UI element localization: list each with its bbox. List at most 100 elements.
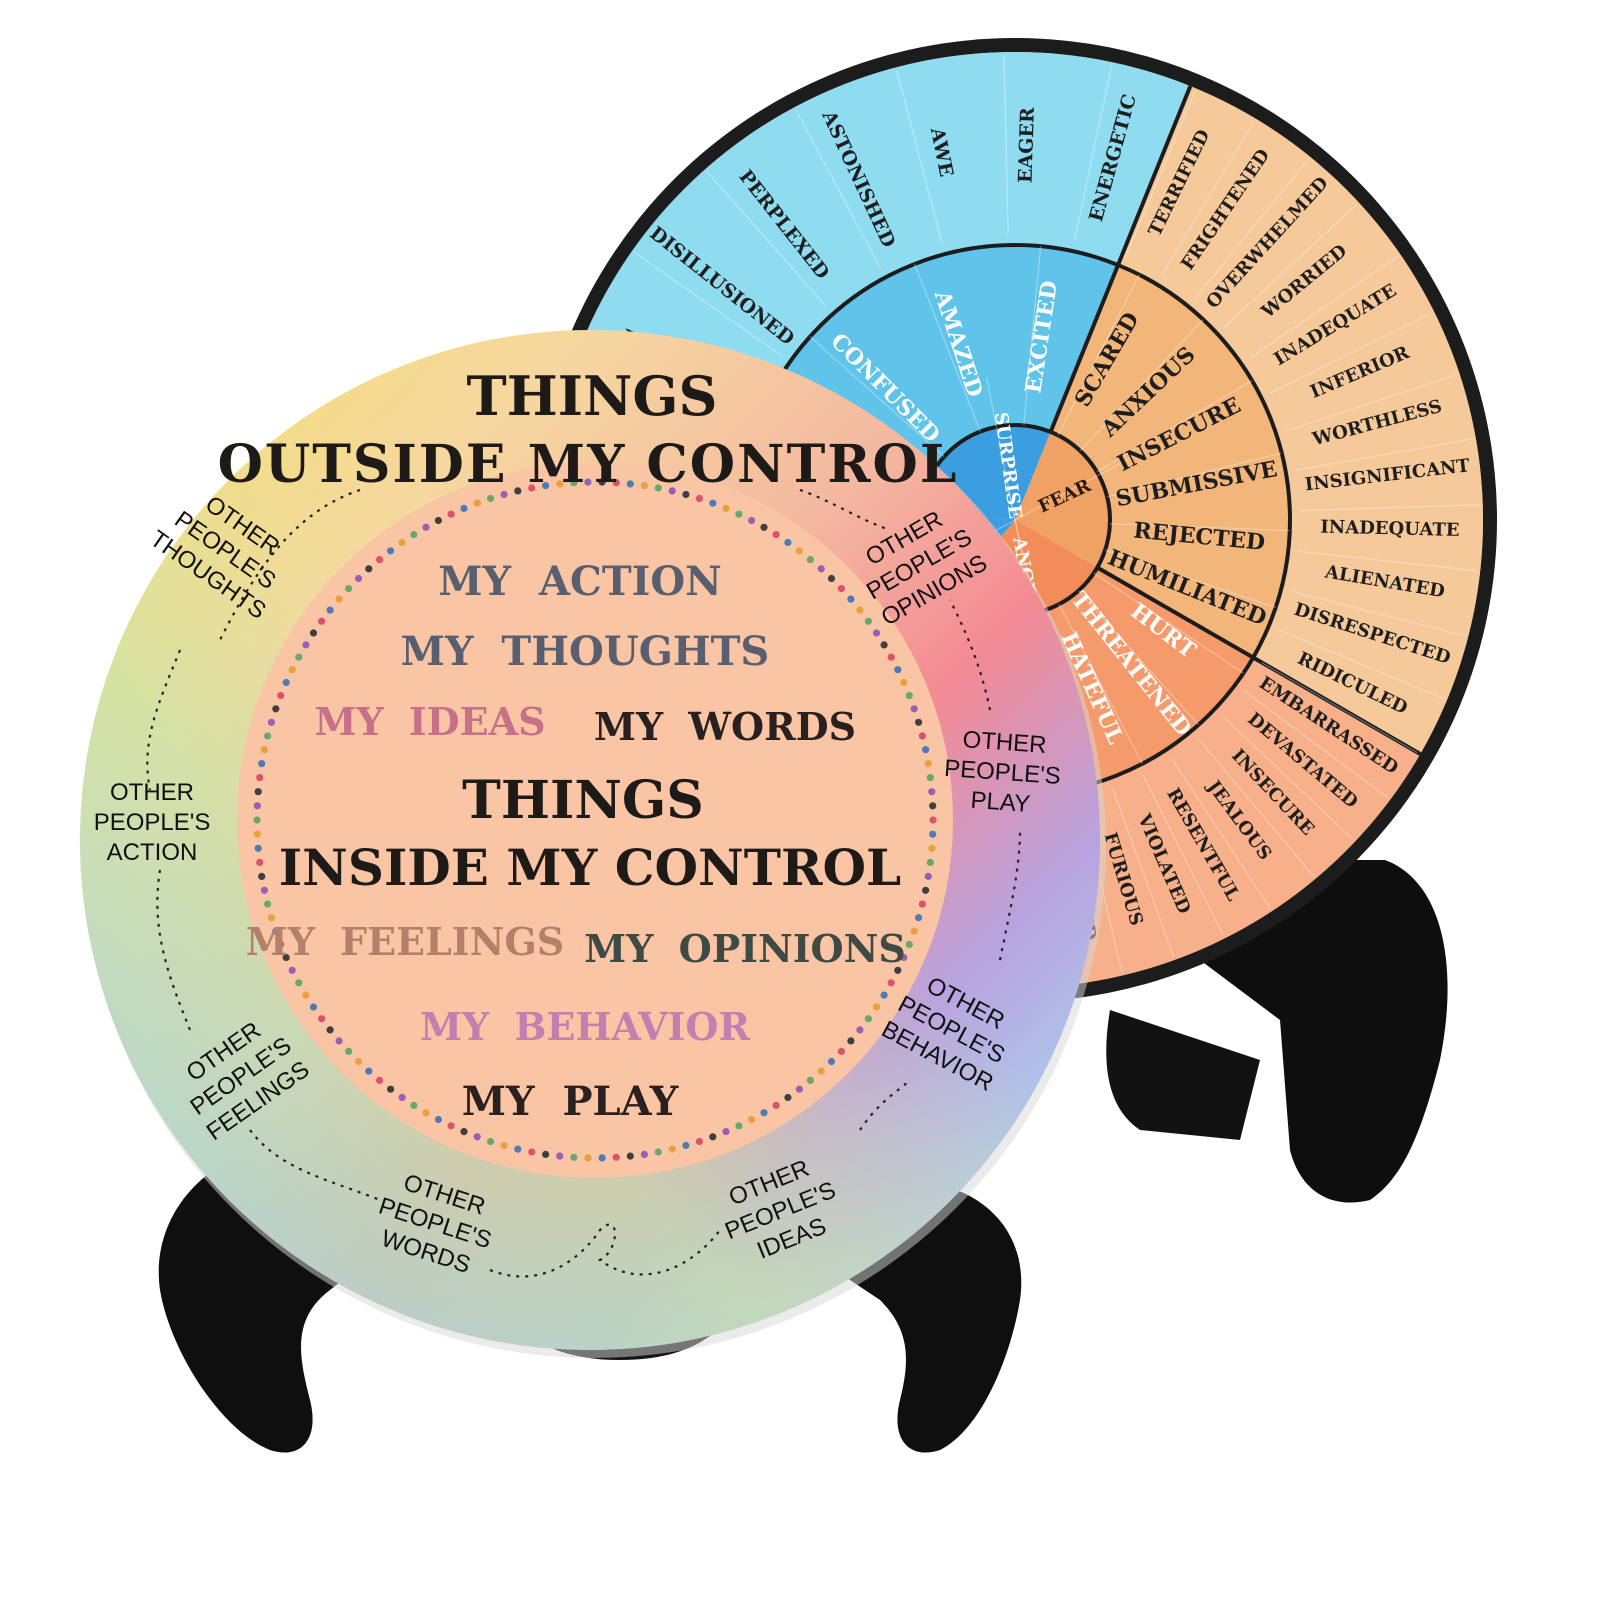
border-dot	[900, 953, 908, 962]
segment-line	[1197, 738, 1315, 877]
inside-item-words: MY WORDS	[594, 704, 856, 749]
border-dot	[722, 1128, 730, 1136]
border-dot	[410, 531, 418, 539]
border-dot	[928, 788, 936, 796]
border-dot	[872, 1003, 881, 1011]
segment-line	[1290, 590, 1466, 637]
border-dot	[282, 678, 290, 687]
segment-line	[1077, 590, 1199, 726]
border-dot	[288, 666, 296, 674]
border-dot	[542, 482, 550, 490]
border-dot	[277, 692, 285, 700]
segment-line	[1223, 204, 1358, 328]
segment-line	[913, 263, 981, 432]
border-dot	[910, 927, 918, 935]
segment-line	[1057, 274, 1140, 436]
border-dot	[460, 504, 468, 512]
segment-line	[983, 450, 1143, 538]
border-dot	[784, 1093, 792, 1102]
border-dot	[556, 1152, 564, 1160]
fear-core-sector	[1015, 431, 1111, 568]
border-dot	[253, 802, 261, 810]
segment-line	[896, 70, 944, 245]
border-dot	[354, 1057, 363, 1066]
border-dot	[514, 487, 522, 495]
border-dot	[447, 510, 455, 518]
segment-line	[1285, 374, 1457, 432]
border-dot	[584, 1154, 592, 1162]
border-dot	[556, 480, 564, 488]
border-dot	[422, 523, 430, 531]
border-dot	[354, 574, 363, 583]
border-dot	[905, 940, 913, 949]
border-dot	[345, 1047, 353, 1055]
border-dot	[473, 499, 481, 507]
border-dot	[398, 538, 406, 547]
segment-line	[634, 251, 783, 357]
inside-item-play: MY PLAY	[462, 1078, 679, 1125]
border-dot	[345, 585, 353, 593]
border-dot	[260, 886, 268, 894]
border-dot	[806, 556, 815, 564]
border-dot	[894, 966, 902, 974]
segment-line	[1299, 504, 1480, 512]
segment-line	[1023, 246, 1042, 426]
sector-divider	[1096, 565, 1422, 756]
border-dot	[918, 900, 927, 908]
label-line: PLAY	[970, 787, 1031, 818]
border-dot	[282, 953, 290, 962]
border-dot	[612, 1153, 620, 1161]
border-dot	[365, 1067, 373, 1075]
border-dot	[772, 1101, 780, 1109]
segment-line	[1161, 120, 1255, 276]
outside-dotted-path	[146, 488, 1022, 1278]
border-dot	[887, 979, 895, 987]
border-dot	[880, 641, 888, 649]
border-dot	[847, 1037, 855, 1045]
border-dot	[288, 966, 296, 974]
inside-item-ideas: MY IDEAS	[314, 699, 545, 744]
border-dot	[272, 927, 280, 935]
border-dot	[837, 585, 846, 593]
segment-line	[809, 336, 945, 458]
inside-item-action: MY ACTION	[438, 558, 722, 605]
border-dot	[918, 732, 927, 740]
segment-line	[795, 109, 882, 269]
border-dot	[922, 886, 930, 894]
border-dot	[267, 914, 275, 922]
border-dot	[926, 774, 934, 782]
border-dot	[264, 732, 272, 740]
segment-line	[1093, 572, 1244, 674]
segment-line	[1104, 549, 1276, 608]
border-dot	[900, 678, 908, 687]
border-dot	[784, 538, 792, 547]
border-dot	[695, 494, 704, 503]
border-dot	[335, 1037, 343, 1045]
segment-line	[1270, 312, 1432, 394]
border-dot	[929, 830, 937, 838]
border-dot	[387, 547, 395, 555]
border-dot	[272, 705, 280, 713]
border-dot	[910, 705, 918, 713]
border-dot	[598, 1154, 606, 1162]
border-dot	[827, 1057, 836, 1066]
border-dot	[760, 1109, 768, 1117]
border-dot	[434, 516, 442, 525]
border-dot	[722, 504, 730, 512]
border-dot	[922, 746, 930, 754]
border-dot	[915, 718, 923, 726]
border-dot	[709, 499, 717, 507]
border-dot	[302, 991, 310, 999]
border-dot	[929, 802, 937, 810]
outside-title-line1: THINGS	[467, 364, 718, 428]
label-line: ACTION	[107, 839, 198, 866]
border-dot	[302, 641, 310, 649]
border-dot	[376, 556, 384, 564]
border-dot	[827, 574, 836, 583]
border-dot	[598, 478, 606, 486]
border-dot	[926, 858, 934, 867]
border-dot	[256, 858, 264, 867]
border-dot	[264, 900, 272, 908]
segment-line	[1194, 158, 1309, 300]
